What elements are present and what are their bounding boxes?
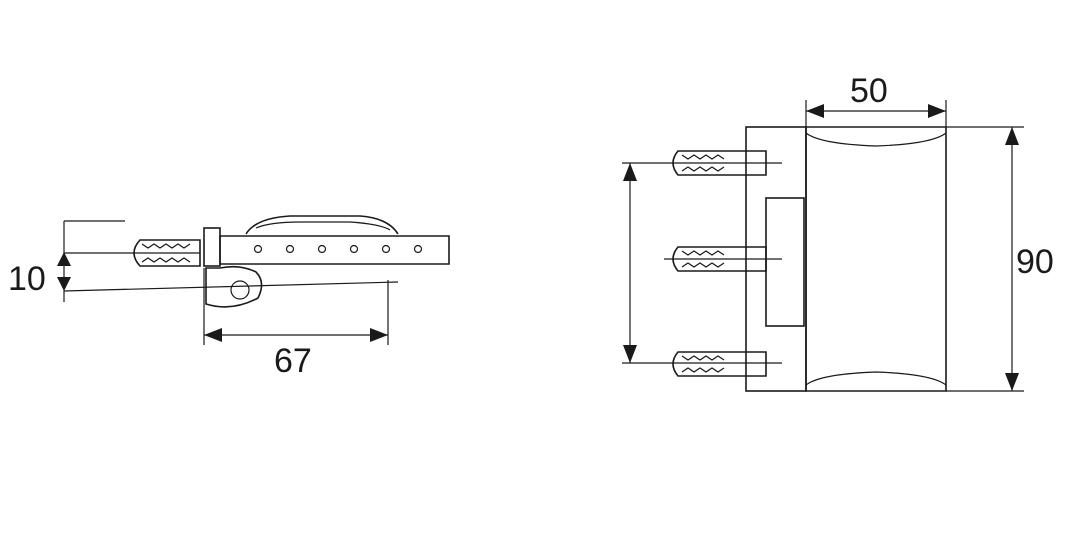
center-block: [765, 197, 805, 327]
dim-label-90: 90: [1016, 243, 1054, 281]
dimension-width-front: 50: [805, 72, 947, 127]
handle-body-side: [219, 235, 450, 265]
handle-holes: [253, 244, 423, 254]
dim-label-67: 67: [274, 342, 312, 380]
handle-body-front: [805, 126, 947, 392]
dim-label-50: 50: [850, 72, 888, 110]
screw-anchor-side: [64, 239, 201, 267]
screw-anchor-bottom: [622, 351, 782, 377]
dimension-length-side: 67: [203, 268, 389, 380]
wall-reference-line: [63, 220, 125, 240]
screw-anchor-top: [622, 150, 782, 176]
dim-label-10: 10: [8, 260, 46, 298]
mounting-bracket-side: [203, 227, 221, 267]
handle-grip-hump: [245, 215, 399, 235]
dimension-height-front: 90: [946, 126, 1054, 392]
side-view: 10 67: [8, 215, 450, 380]
front-view: 50 90: [622, 72, 1054, 392]
dimension-height-side: 10: [8, 240, 71, 302]
screw-anchor-middle: [664, 246, 782, 272]
dimension-anchor-spacing: [623, 163, 637, 363]
